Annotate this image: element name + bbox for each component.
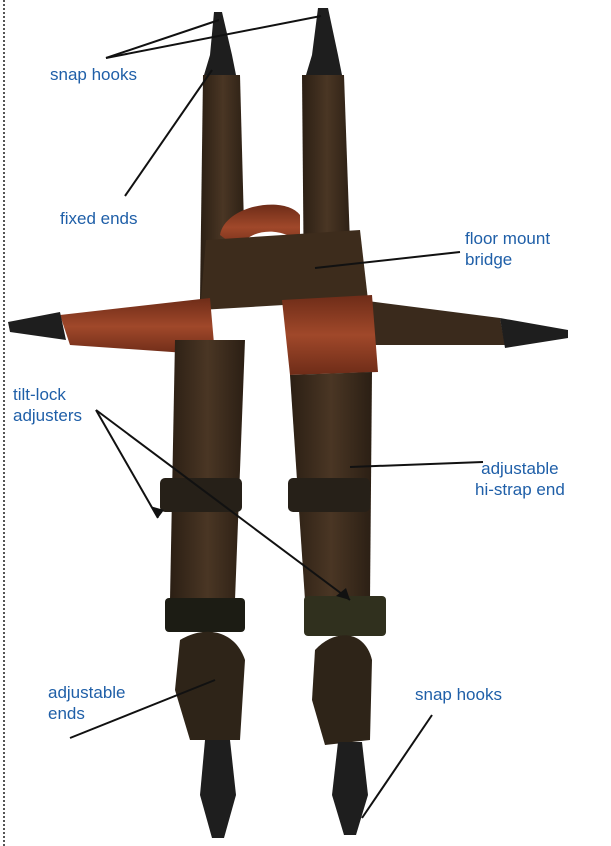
lap-belt-center-red [282, 295, 378, 375]
left-lower-strap [170, 340, 245, 600]
leader-fixed-ends [125, 70, 212, 196]
right-tilt-lock-adjuster [288, 478, 370, 512]
bottom-right-snap-hook [332, 742, 368, 835]
label-adjustable-hi-strap-end: adjustable hi-strap end [475, 458, 565, 500]
label-snap-hooks-bottom: snap hooks [415, 684, 502, 705]
leader-snap-hooks-bottom [362, 715, 432, 818]
label-tilt-lock-adjusters: tilt-lock adjusters [13, 384, 82, 426]
leader-tilt-lock-a [96, 410, 158, 518]
left-adjustable-end [175, 632, 245, 740]
lap-belt-right [360, 300, 505, 345]
left-lap-snap-hook [8, 312, 66, 340]
label-floor-mount-bridge: floor mount bridge [465, 228, 550, 270]
right-lower-adjuster [304, 596, 386, 636]
right-adjustable-end [312, 635, 372, 745]
bottom-left-snap-hook [200, 740, 236, 838]
left-lower-adjuster [165, 598, 245, 632]
left-tilt-lock-adjuster [160, 478, 242, 512]
label-adjustable-ends: adjustable ends [48, 682, 126, 724]
right-lap-snap-hook [500, 318, 568, 348]
label-fixed-ends: fixed ends [60, 208, 138, 229]
label-snap-hooks-top: snap hooks [50, 64, 137, 85]
top-left-snap-hook [204, 12, 236, 75]
